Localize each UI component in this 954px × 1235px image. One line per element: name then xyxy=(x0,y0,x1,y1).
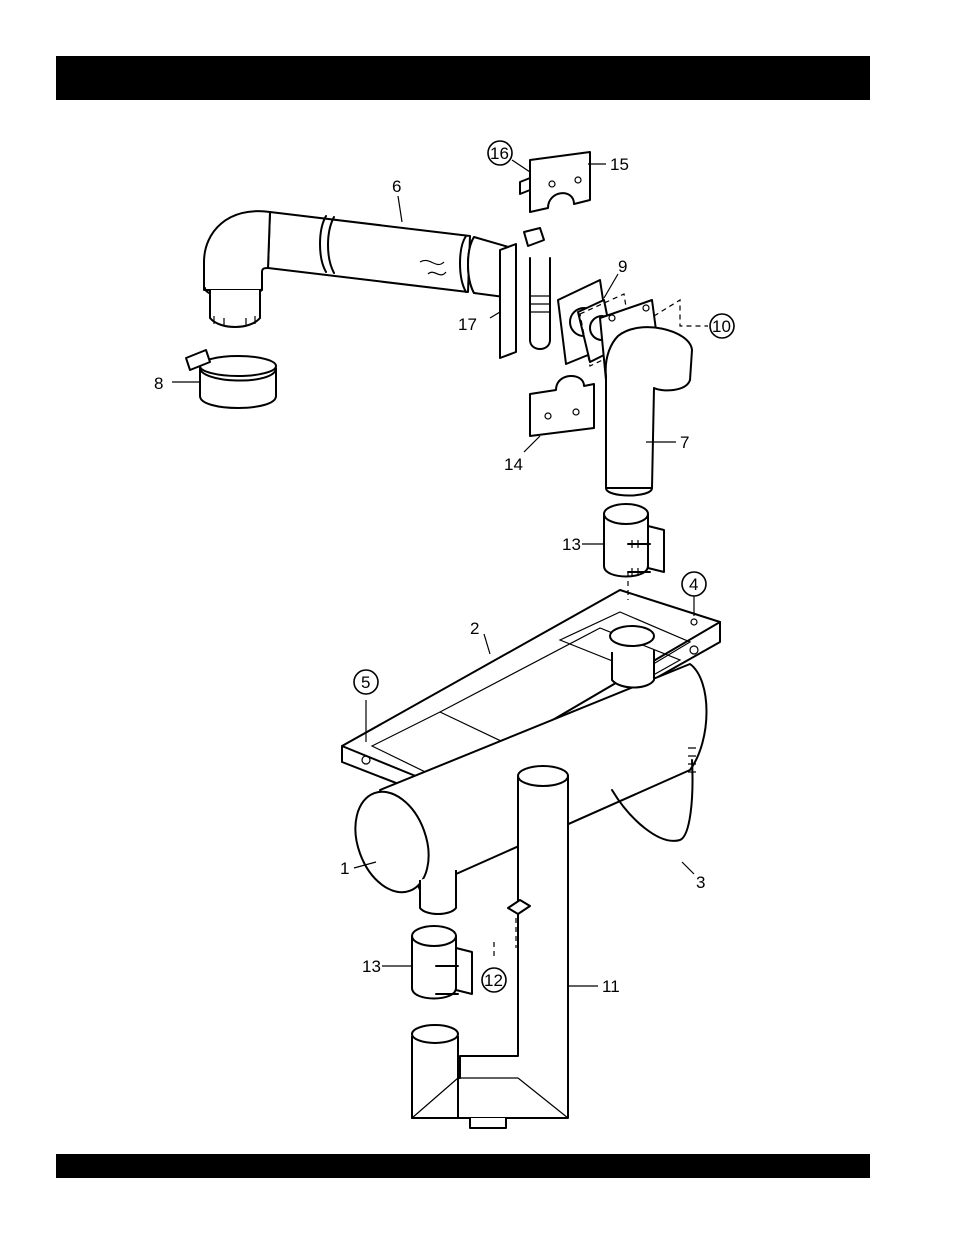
callout-14: 14 xyxy=(504,455,523,474)
pipe-clamp-lower xyxy=(412,926,472,999)
hose-clamp xyxy=(186,350,276,408)
pipe-clamp-upper xyxy=(604,504,664,577)
callout-3: 3 xyxy=(696,873,705,892)
callout-5: 5 xyxy=(361,673,370,692)
footer-text xyxy=(56,1166,70,1186)
callout-2: 2 xyxy=(470,619,479,638)
callout-16: 16 xyxy=(490,144,509,163)
callout-13-upper: 13 xyxy=(562,535,581,554)
callout-9: 9 xyxy=(618,257,627,276)
callout-17: 17 xyxy=(458,315,477,334)
callout-7: 7 xyxy=(680,433,689,452)
callout-4: 4 xyxy=(689,575,698,594)
u-bolt-upper xyxy=(524,228,550,349)
callout-1: 1 xyxy=(340,859,349,878)
gasket-sheet xyxy=(500,244,516,358)
lower-clamp-plate xyxy=(530,376,594,436)
exhaust-elbow-pipe xyxy=(204,211,512,327)
callout-8: 8 xyxy=(154,374,163,393)
callout-10: 10 xyxy=(712,317,731,336)
exhaust-outlet-pipe xyxy=(600,300,692,496)
callout-11: 11 xyxy=(602,977,620,996)
callout-12: 12 xyxy=(484,971,503,990)
callout-15: 15 xyxy=(610,155,629,174)
upper-clamp-plate xyxy=(520,152,590,212)
footer-bar xyxy=(56,1154,870,1178)
callout-6: 6 xyxy=(392,177,401,196)
callout-13-lower: 13 xyxy=(362,957,381,976)
